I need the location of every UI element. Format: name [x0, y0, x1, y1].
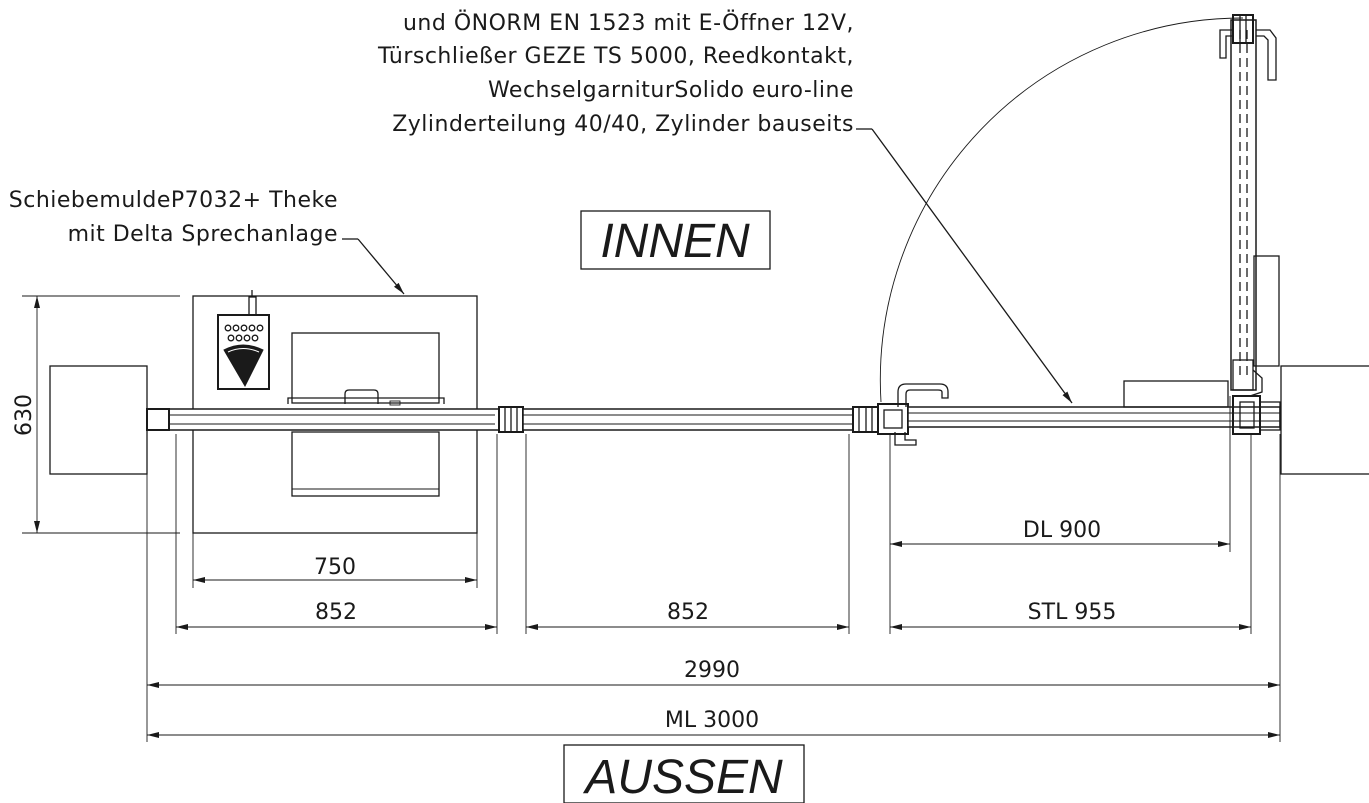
door-spec-line-3: WechselgarniturSolido euro-line — [488, 78, 854, 103]
dim-counter-width: 750 — [314, 555, 356, 580]
door-spec-line-2: Türschließer GEZE TS 5000, Reedkontakt, — [377, 44, 854, 69]
dim-segment-left: 852 — [315, 600, 357, 625]
dim-overall: 2990 — [684, 658, 740, 683]
door-swing-arc — [879, 17, 1244, 403]
glazing-left — [146, 408, 500, 431]
door-spec-line-1: und ÖNORM EN 1523 mit E-Öffner 12V, — [403, 10, 854, 36]
zone-inside-text: INNEN — [600, 215, 750, 268]
door-spec-line-4: Zylinderteilung 40/40, Zylinder bauseits — [392, 112, 854, 137]
zone-label-outside: AUSSEN — [563, 744, 805, 803]
leader-door-spec — [856, 128, 1073, 404]
dim-depth: 630 — [12, 394, 37, 436]
dimension-lines — [34, 296, 1280, 738]
intercom-device — [217, 290, 270, 390]
dim-wall-opening: ML 3000 — [665, 708, 759, 733]
door-leaf-open — [1219, 14, 1280, 397]
zone-outside-text: AUSSEN — [582, 751, 783, 803]
extension-lines — [22, 295, 1281, 742]
wall-left — [49, 365, 148, 475]
leader-counter-spec — [342, 238, 405, 295]
dim-door-clear: DL 900 — [1023, 518, 1101, 543]
counter-spec-line-2: mit Delta Sprechanlage — [68, 222, 338, 247]
mullion-1 — [498, 406, 524, 433]
zone-label-inside: INNEN — [580, 210, 771, 270]
wall-right — [1280, 365, 1369, 475]
counter-spec-line-1: SchiebemuldeP7032+ Theke — [9, 188, 338, 213]
dim-door-leaf: STL 955 — [1028, 600, 1117, 625]
dim-segment-middle: 852 — [667, 600, 709, 625]
door-frame — [877, 395, 1281, 435]
door-spec-note: und ÖNORM EN 1523 mit E-Öffner 12V, Türs… — [377, 10, 854, 137]
counter-spec-note: SchiebemuldeP7032+ Theke mit Delta Sprec… — [9, 188, 338, 247]
mullion-2 — [852, 406, 879, 433]
glazing-middle — [522, 408, 854, 431]
door-closer — [1123, 380, 1229, 408]
door-handle-outside — [894, 383, 949, 446]
